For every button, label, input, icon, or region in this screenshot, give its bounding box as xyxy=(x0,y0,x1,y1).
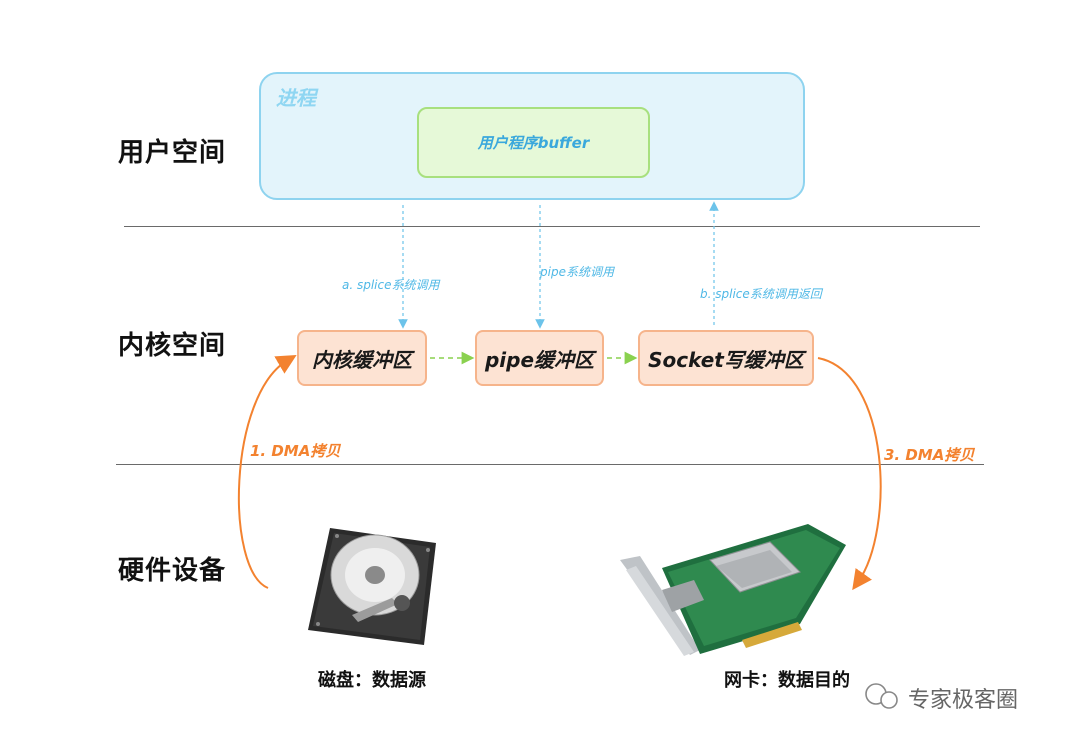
pipe-call-label: pipe系统调用 xyxy=(540,265,614,279)
hard-disk-icon xyxy=(308,528,436,645)
dma-copy-1-label: 1. DMA拷贝 xyxy=(250,442,341,460)
watermark-text: 专家极客圈 xyxy=(908,688,1019,713)
dma-copy-3-arrow xyxy=(817,357,882,591)
pipe-buffer-box: pipe缓冲区 xyxy=(475,330,604,386)
dma-copy-1-arrow xyxy=(237,354,297,589)
wechat-icon xyxy=(865,683,898,709)
disk-caption: 磁盘：数据源 xyxy=(318,670,426,691)
dma-copy-3-label: 3. DMA拷贝 xyxy=(884,446,975,464)
nic-caption: 网卡：数据目的 xyxy=(724,670,850,691)
hardware-label: 硬件设备 xyxy=(118,556,227,586)
kernel-hardware-divider xyxy=(116,464,984,465)
user-buffer-box: 用户程序buffer xyxy=(417,107,650,178)
kernel-buffer-box: 内核缓冲区 xyxy=(297,330,427,386)
network-card-icon xyxy=(620,524,846,656)
splice-return-label: b. splice系统调用返回 xyxy=(700,287,822,301)
socket-buffer-box: Socket写缓冲区 xyxy=(638,330,814,386)
user-kernel-divider xyxy=(124,226,980,227)
kernel-space-label: 内核空间 xyxy=(118,331,227,361)
process-label: 进程 xyxy=(276,86,316,110)
user-space-label: 用户空间 xyxy=(118,138,227,168)
splice-call-label: a. splice系统调用 xyxy=(342,278,440,292)
